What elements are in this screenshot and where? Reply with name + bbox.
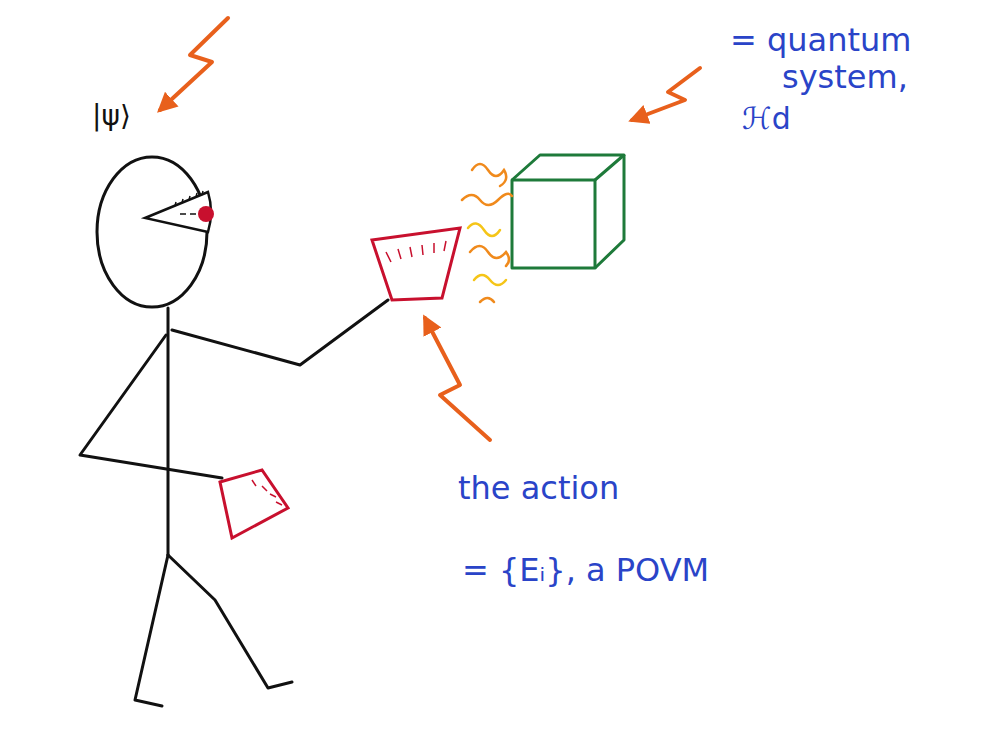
cube bbox=[512, 155, 624, 268]
action-label: the action bbox=[458, 470, 678, 507]
interaction-squiggles bbox=[462, 164, 512, 302]
povm-label: = {Eᵢ}, a POVM bbox=[462, 552, 782, 589]
head bbox=[97, 157, 207, 307]
lightning-arrow bbox=[160, 18, 700, 440]
hilbert-space-label: ℋd bbox=[742, 102, 832, 137]
body bbox=[80, 300, 388, 706]
state-label: |ψ⟩ bbox=[92, 100, 182, 132]
system-label: = quantum system, bbox=[730, 22, 960, 96]
meter-cup bbox=[372, 228, 460, 300]
belt-gauge bbox=[220, 470, 288, 538]
eye bbox=[198, 206, 214, 222]
